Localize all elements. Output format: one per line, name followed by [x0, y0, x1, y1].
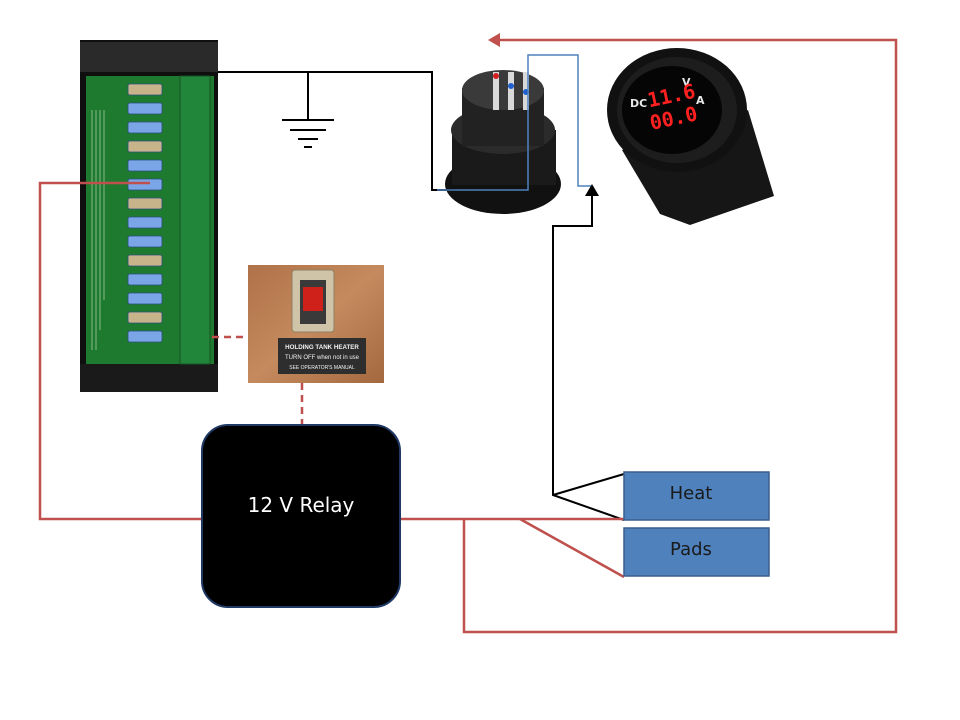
heater-pad-boxes: Heat Pads	[623, 471, 770, 577]
sense-arrow-icon	[585, 184, 599, 196]
fuse-icon	[127, 292, 163, 305]
relay-label: 12 V Relay	[248, 493, 355, 517]
ground-symbol-icon	[282, 72, 334, 148]
fuse-icon	[127, 311, 163, 324]
voltmeter-front-photo: DC V A 11.6 00.0	[607, 48, 774, 225]
heat-label: Heat	[670, 483, 713, 504]
positive-wire	[38, 38, 898, 634]
ground-wire	[218, 71, 456, 191]
fuse-icon	[127, 121, 163, 134]
fuse-icon	[127, 102, 163, 115]
holding-tank-heater-switch-photo: HOLDING TANK HEATER TURN OFF when not in…	[248, 265, 384, 383]
heat-pad-sense-wire	[552, 192, 625, 521]
rocker-switch-icon	[303, 287, 323, 311]
fuse-icon	[127, 235, 163, 248]
switch-plate-line-1: HOLDING TANK HEATER	[285, 344, 359, 351]
fuse-icon	[127, 216, 163, 229]
positive-arrow-icon	[488, 33, 500, 47]
voltmeter-a-label: A	[696, 94, 705, 107]
fuse-panel-photo	[80, 40, 218, 392]
voltmeter-rear-socket-photo	[445, 70, 561, 214]
fuse-icon	[127, 254, 163, 267]
fuse-icon	[127, 83, 163, 96]
fuse-icon	[127, 197, 163, 210]
voltmeter-v-label: V	[682, 76, 691, 89]
sense-wire	[437, 54, 592, 191]
switch-plate-line-2: TURN OFF when not in use	[285, 355, 360, 361]
fuse-icon	[127, 273, 163, 286]
fuse-icon	[127, 159, 163, 172]
relay-box: 12 V Relay	[201, 424, 401, 608]
voltmeter-dc-label: DC	[630, 97, 647, 110]
fuse-icon	[127, 178, 163, 191]
pads-label: Pads	[670, 539, 712, 560]
fuse-icon	[127, 330, 163, 343]
switch-control-wire	[212, 335, 304, 424]
switch-plate-line-3: SEE OPERATOR'S MANUAL	[289, 365, 355, 371]
fuse-icon	[127, 140, 163, 153]
